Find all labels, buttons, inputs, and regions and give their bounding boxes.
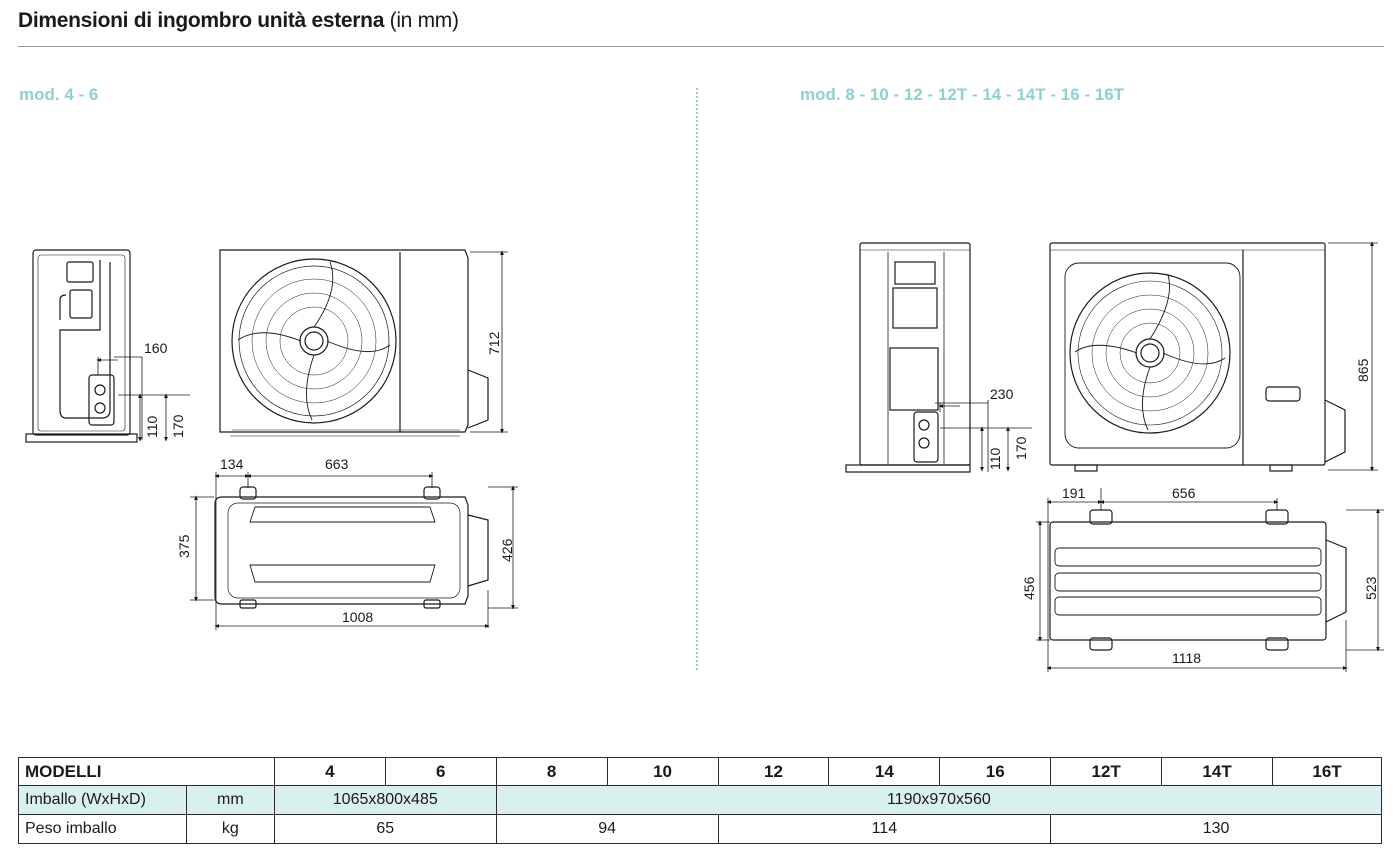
right-model-label: mod. 8 - 10 - 12 - 12T - 14 - 14T - 16 -… — [800, 85, 1125, 104]
left-dim-160: 160 — [144, 340, 168, 356]
right-dim-170: 170 — [1013, 436, 1029, 460]
panel-separator — [696, 88, 698, 670]
right-dim-456: 456 — [1021, 576, 1037, 600]
left-dim-426: 426 — [499, 538, 515, 562]
header-cell-14t: 14T — [1161, 757, 1274, 786]
peso-value-t-models: 130 — [1050, 814, 1382, 844]
right-dim-1118: 1118 — [1172, 650, 1201, 666]
header-cell-14: 14 — [828, 757, 941, 786]
left-dim-663: 663 — [325, 456, 349, 472]
right-dim-230: 230 — [990, 386, 1014, 402]
row-unit-mm: mm — [185, 785, 275, 815]
left-dim-170: 170 — [170, 414, 186, 438]
table-header-row: MODELLI 4 6 8 10 12 14 16 12T 14T 16T — [18, 757, 1382, 786]
technical-drawings: 160 110 170 712 — [25, 241, 1384, 672]
header-cell-6: 6 — [384, 757, 497, 786]
peso-value-12-16: 114 — [717, 814, 1052, 844]
row-unit-kg: kg — [185, 814, 275, 844]
row-label-peso: Peso imballo — [18, 814, 187, 844]
table-row-imballo: Imballo (WxHxD) mm 1065x800x485 1190x970… — [18, 785, 1383, 815]
left-dim-110: 110 — [144, 415, 160, 438]
left-dim-1008: 1008 — [342, 609, 373, 625]
peso-value-8-10: 94 — [495, 814, 719, 844]
header-cell-8: 8 — [495, 757, 608, 786]
right-dim-191: 191 — [1062, 485, 1086, 501]
header-cell-modelli: MODELLI — [18, 757, 275, 786]
left-side-view — [25, 249, 190, 443]
left-dim-375: 375 — [176, 534, 192, 558]
title-divider — [18, 46, 1384, 47]
imballo-value-8-16t: 1190x970x560 — [495, 785, 1383, 815]
header-cell-10: 10 — [606, 757, 719, 786]
header-cell-16t: 16T — [1272, 757, 1382, 786]
title-main: Dimensioni di ingombro unità esterna — [18, 9, 385, 32]
row-label-imballo: Imballo (WxHxD) — [18, 785, 187, 815]
left-dim-134: 134 — [220, 456, 244, 472]
header-cell-12t: 12T — [1050, 757, 1163, 786]
title-unit: (in mm) — [389, 9, 459, 32]
right-side-view — [845, 242, 1032, 473]
right-dim-523: 523 — [1363, 576, 1379, 600]
table-row-peso: Peso imballo kg 65 94 114 130 — [18, 814, 1382, 844]
right-front-view — [1049, 241, 1378, 472]
right-top-view — [1036, 488, 1384, 672]
left-top-view — [190, 472, 518, 630]
header-cell-16: 16 — [939, 757, 1052, 786]
page-title: Dimensioni di ingombro unità esterna (in… — [18, 9, 459, 33]
left-front-view — [219, 249, 508, 437]
right-dim-110: 110 — [987, 447, 1003, 470]
right-dim-865: 865 — [1355, 358, 1371, 382]
right-dim-656: 656 — [1172, 485, 1196, 501]
left-dim-712: 712 — [486, 331, 502, 355]
header-cell-12: 12 — [717, 757, 830, 786]
specs-table: MODELLI 4 6 8 10 12 14 16 12T 14T 16T Im… — [18, 757, 1383, 844]
left-model-label: mod. 4 - 6 — [19, 85, 99, 104]
peso-value-4-6: 65 — [273, 814, 497, 844]
header-cell-4: 4 — [273, 757, 386, 786]
imballo-value-4-6: 1065x800x485 — [273, 785, 497, 815]
